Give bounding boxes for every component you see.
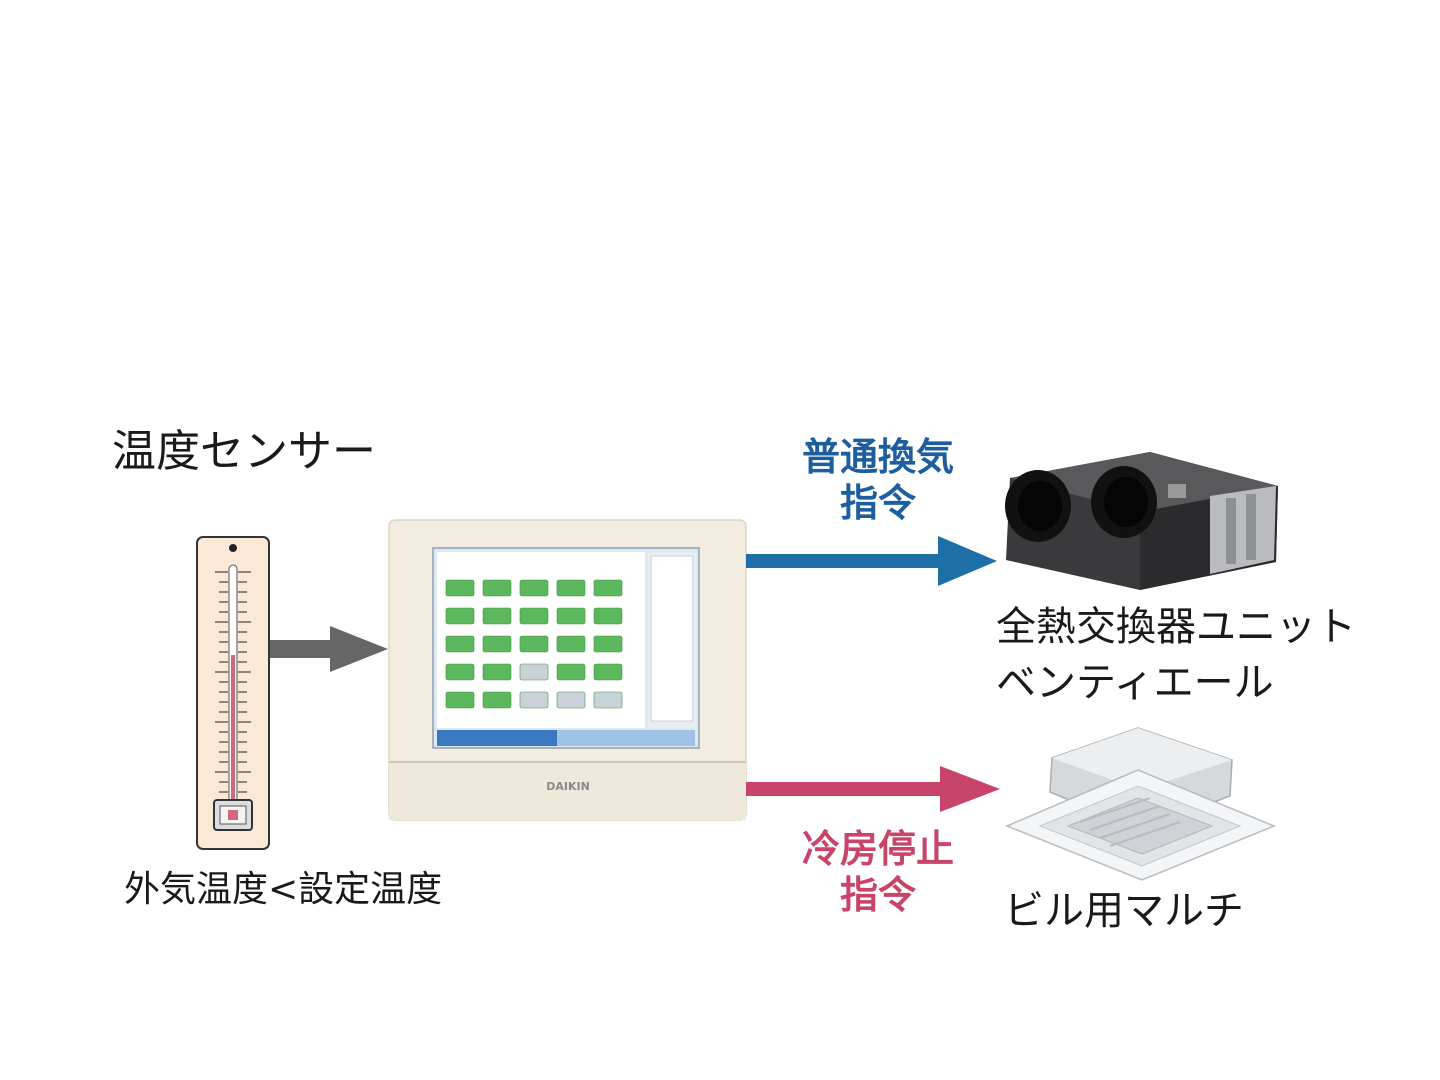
sensor-title: 温度センサー [112,426,376,477]
controller-device: DAIKIN [388,519,747,821]
heat-exchanger-unit-icon [1005,452,1278,590]
cooling-stop-command-line2: 指令 [839,873,916,917]
screen-tile [519,635,549,653]
screen-tile [593,691,623,709]
gray-arrow [270,626,388,672]
controller-brand: DAIKIN [546,780,590,793]
cooling-stop-command: 冷房停止 指令 [768,826,988,918]
screen-tile [482,635,512,653]
screen-tile [445,579,475,597]
thermometer-icon [196,536,270,850]
screen-tile [556,663,586,681]
screen-tile [445,663,475,681]
screen-tile [519,607,549,625]
building-multi-label: ビル用マルチ [1004,888,1244,934]
ventilation-command-line2: 指令 [839,481,916,525]
screen-tile [593,607,623,625]
screen-tile [445,635,475,653]
blue-arrow [746,536,997,586]
screen-tile [519,691,549,709]
screen-tile [556,635,586,653]
screen-tile [556,579,586,597]
ventilation-command: 普通換気 指令 [768,434,988,526]
screen-tile [482,607,512,625]
screen-tile [556,691,586,709]
screen-tile [445,691,475,709]
pink-arrow [746,766,1000,812]
heat-exchanger-label: 全熱交換器ユニット [996,604,1356,650]
screen-tile [519,579,549,597]
screen-tile [519,663,549,681]
screen-tile [482,579,512,597]
screen-tile [593,663,623,681]
ceiling-cassette-ac-icon [1005,727,1276,881]
cooling-stop-command-line1: 冷房停止 [801,827,954,871]
screen-tile [482,663,512,681]
ventiair-label: ベンティエール [996,660,1274,706]
screen-tile [445,607,475,625]
ventilation-command-line1: 普通換気 [801,435,954,479]
temperature-condition: 外気温度<設定温度 [124,869,443,910]
screen-tile [482,691,512,709]
screen-tile [593,579,623,597]
screen-tile [593,635,623,653]
screen-tile [556,607,586,625]
